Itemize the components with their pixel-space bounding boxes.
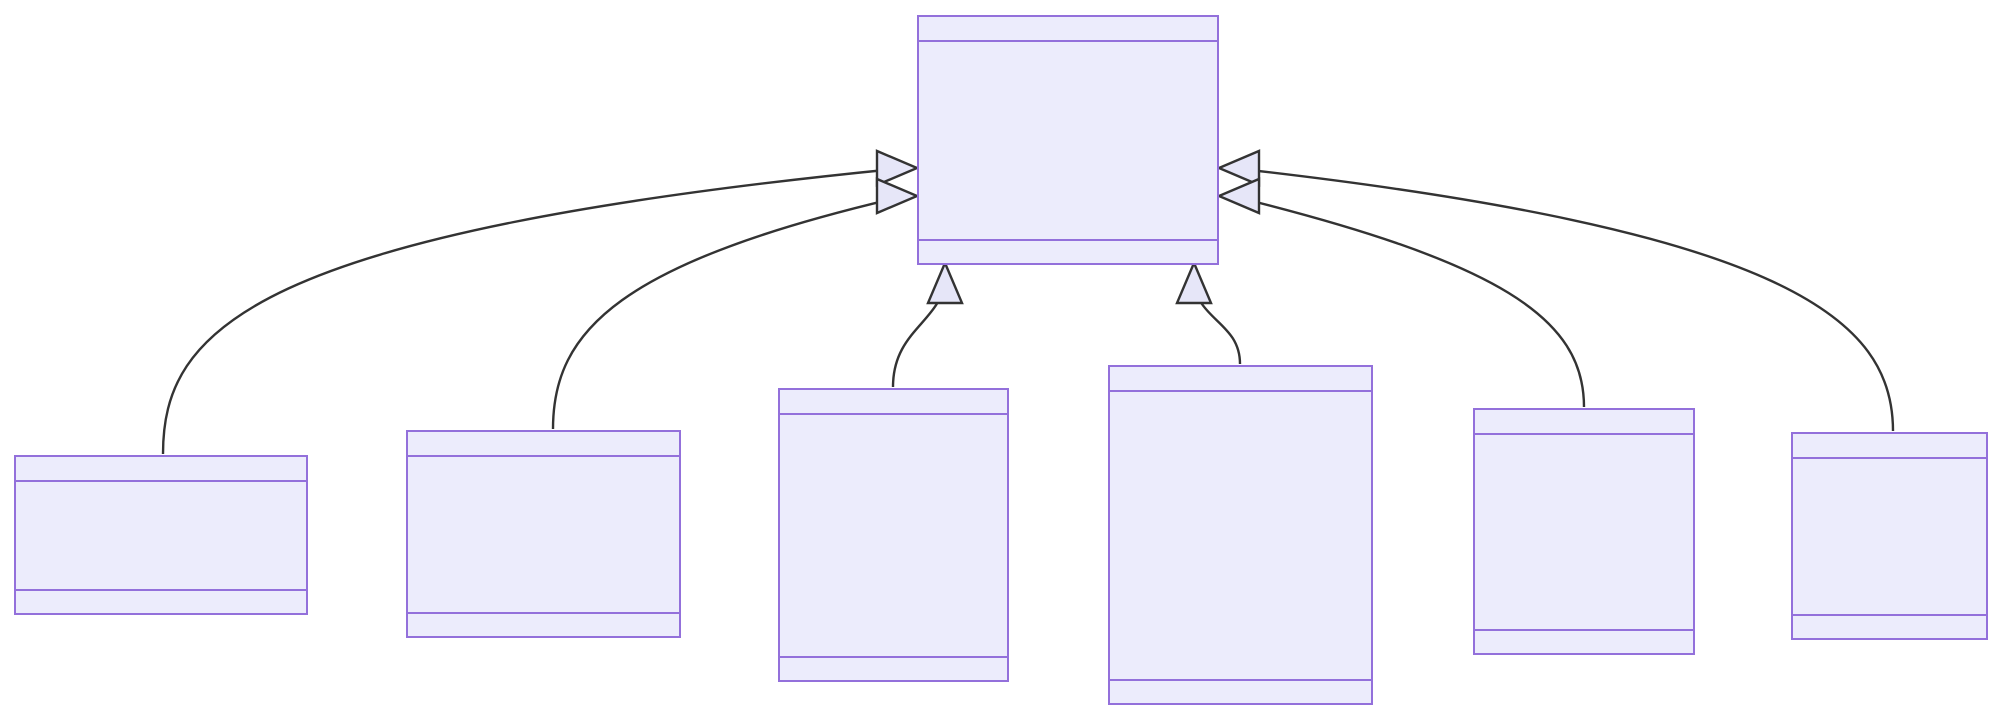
class-methods-productmanager — [408, 614, 679, 636]
class-node-boss[interactable] — [14, 455, 308, 615]
arrowhead-inheritance-boss — [875, 149, 921, 187]
class-node-qa[interactable] — [1791, 432, 1988, 640]
class-attributes-projectmanager — [1110, 392, 1371, 681]
class-title-qa — [1793, 434, 1986, 459]
class-methods-qa — [1793, 616, 1986, 638]
class-title-boss — [16, 457, 306, 482]
class-methods-softwarecompany — [919, 241, 1217, 263]
class-methods-boss — [16, 591, 306, 613]
class-title-architect — [780, 390, 1007, 415]
class-node-projectmanager[interactable] — [1108, 365, 1373, 705]
arrowhead-inheritance-projectmanager — [1175, 259, 1213, 305]
class-attributes-engineer — [1475, 435, 1693, 631]
arrowhead-inheritance-productmanager — [875, 177, 921, 215]
arrowhead-inheritance-architect — [926, 259, 964, 305]
edge-architect-to-softwarecompany — [891, 279, 947, 388]
class-title-engineer — [1475, 410, 1693, 435]
edge-projectmanager-to-softwarecompany — [1192, 279, 1242, 365]
arrowhead-inheritance-engineer — [1215, 177, 1261, 215]
class-node-productmanager[interactable] — [406, 430, 681, 638]
class-methods-engineer — [1475, 631, 1693, 653]
class-title-softwarecompany — [919, 17, 1217, 42]
class-attributes-softwarecompany — [919, 42, 1217, 241]
class-attributes-qa — [1793, 459, 1986, 616]
class-attributes-productmanager — [408, 457, 679, 614]
class-title-projectmanager — [1110, 367, 1371, 392]
class-attributes-boss — [16, 482, 306, 591]
class-node-softwarecompany[interactable] — [917, 15, 1219, 265]
class-methods-projectmanager — [1110, 681, 1371, 703]
class-title-productmanager — [408, 432, 679, 457]
arrowhead-inheritance-qa — [1215, 149, 1261, 187]
class-node-engineer[interactable] — [1473, 408, 1695, 655]
class-node-architect[interactable] — [778, 388, 1009, 682]
class-attributes-architect — [780, 415, 1007, 658]
class-methods-architect — [780, 658, 1007, 680]
